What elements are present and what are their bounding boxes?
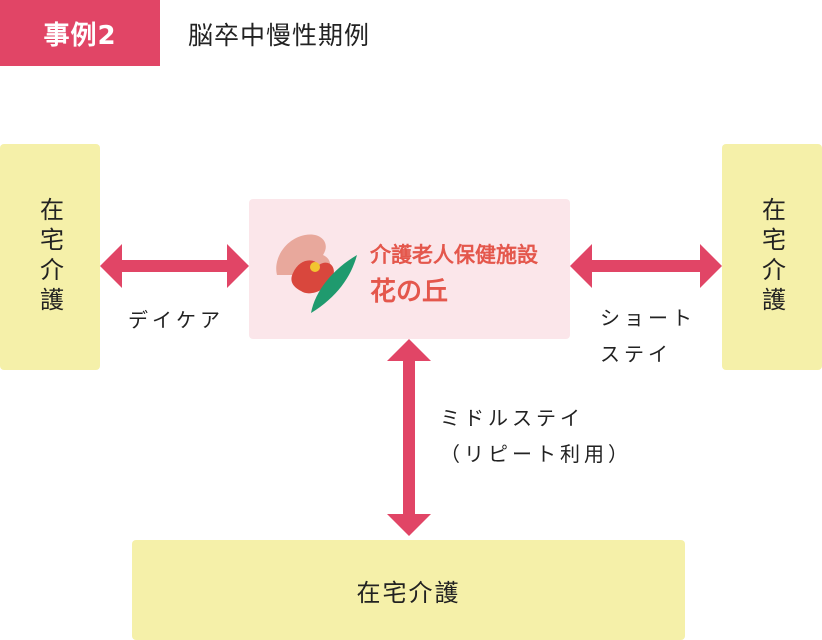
arrow-middle-link — [387, 339, 431, 536]
link-label-shortstay-line2: ステイ — [600, 342, 672, 366]
link-label-shortstay: ショート ステイ — [600, 300, 696, 372]
link-label-middlestay: ミドルステイ （リピート利用） — [440, 400, 632, 472]
facility-box: 介護老人保健施設 花の丘 — [249, 199, 570, 339]
home-care-left-label: 在宅介護 — [35, 197, 64, 317]
home-care-right: 在宅介護 — [722, 144, 822, 370]
home-care-bottom-label: 在宅介護 — [356, 578, 461, 607]
link-label-daycare: デイケア — [128, 308, 224, 332]
arrow-left-link — [100, 244, 249, 288]
home-care-bottom: 在宅介護 — [132, 540, 685, 640]
link-label-middlestay-line1: ミドルステイ — [440, 406, 584, 430]
case-title: 脳卒中慢性期例 — [188, 21, 371, 50]
home-care-left: 在宅介護 — [0, 144, 100, 370]
facility-type: 介護老人保健施設 — [370, 243, 538, 267]
arrow-right-link — [570, 244, 722, 288]
link-label-shortstay-line1: ショート — [600, 306, 696, 330]
link-label-middlestay-line2: （リピート利用） — [440, 442, 632, 466]
flower-hill-logo-icon — [276, 234, 357, 313]
case-badge: 事例2 — [0, 0, 160, 66]
facility-name: 花の丘 — [370, 277, 449, 307]
home-care-right-label: 在宅介護 — [757, 197, 786, 317]
